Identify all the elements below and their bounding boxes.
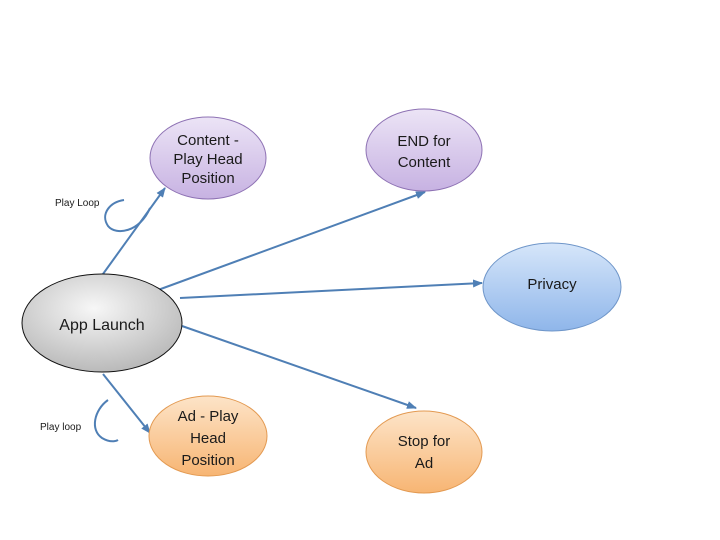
- stop-ad-line-2: Ad: [415, 455, 433, 472]
- edge-launch-to-stop-ad: [181, 325, 417, 409]
- play-loop-ad-label: Play loop: [40, 422, 82, 433]
- node-end-content[interactable]: END for Content: [365, 108, 483, 192]
- ad-playhead-line-1: Ad - Play: [178, 408, 239, 425]
- node-app-launch[interactable]: App Launch: [21, 273, 183, 373]
- edge-launch-to-end-content: [157, 191, 426, 291]
- node-content-playhead[interactable]: Content - Play Head Position: [149, 116, 267, 200]
- stop-ad-line-1: Stop for: [398, 433, 451, 450]
- node-privacy[interactable]: Privacy: [482, 242, 622, 332]
- edge-launch-to-ad-playhead: [102, 373, 151, 434]
- end-content-line-1: END for: [397, 133, 450, 150]
- play-loop-content-label: Play Loop: [55, 198, 100, 209]
- edge-launch-to-privacy: [179, 279, 483, 299]
- play-loop-content-arc: [104, 199, 151, 233]
- edge-launch-to-content-playhead: [102, 187, 166, 275]
- node-stop-ad[interactable]: Stop for Ad: [365, 410, 483, 494]
- content-playhead-line-1: Content -: [177, 132, 239, 149]
- node-ad-playhead[interactable]: Ad - Play Head Position: [148, 395, 268, 477]
- play-loop-ad-arc: [93, 399, 119, 443]
- app-launch-label: App Launch: [59, 317, 144, 334]
- ad-playhead-line-2: Head: [190, 430, 226, 447]
- content-playhead-line-2: Play Head: [173, 151, 242, 168]
- end-content-line-2: Content: [398, 154, 451, 171]
- ad-playhead-line-3: Position: [181, 452, 234, 469]
- content-playhead-line-3: Position: [181, 170, 234, 187]
- privacy-label: Privacy: [527, 276, 577, 293]
